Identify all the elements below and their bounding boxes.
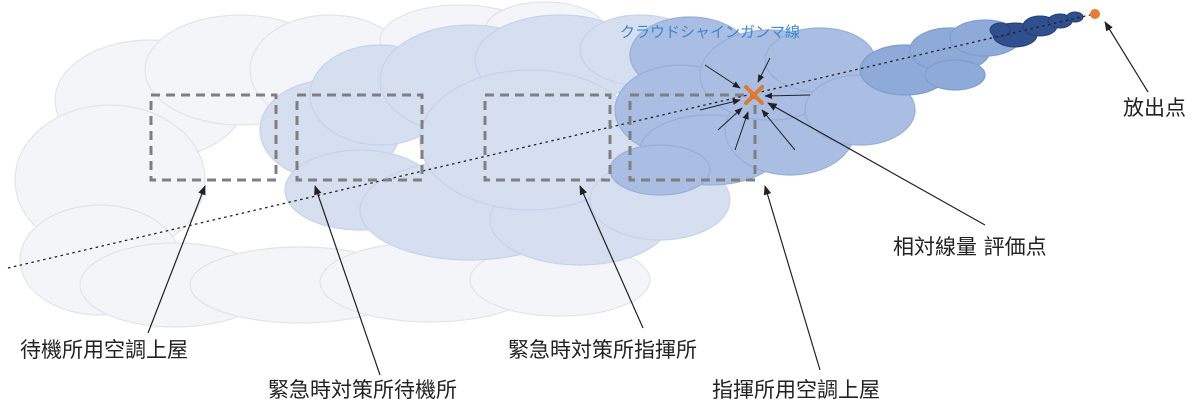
hvac-command-label: 指揮所用空調上屋 (712, 378, 880, 402)
evaluation-point-label: 相対線量 評価点 (893, 235, 1047, 259)
gamma-ray-arrows (699, 57, 811, 151)
leader-hvac-standby (147, 185, 206, 334)
evaluation-point-marker (744, 85, 764, 105)
leader-ecc-standby (314, 185, 381, 376)
hvac-standby-label: 待機所用空調上屋 (20, 338, 188, 362)
leader-hvac-command (763, 185, 821, 371)
box-hvac-command (628, 93, 757, 182)
leader-eval (767, 102, 986, 226)
box-ecc-standby (295, 93, 424, 182)
leader-ecc-command (579, 185, 644, 329)
box-hvac-standby (149, 93, 278, 182)
ecc-command-label: 緊急時対策所指揮所 (508, 338, 697, 362)
ecc-standby-label: 緊急時対策所待機所 (268, 378, 457, 402)
gamma-label: クラウドシャインガンマ線 (620, 23, 800, 41)
leader-release (1104, 21, 1149, 93)
release-point-dot (1090, 9, 1100, 19)
release-point-label: 放出点 (1123, 96, 1186, 120)
building-boxes (149, 93, 757, 182)
plume-mid (609, 16, 916, 196)
box-ecc-command (483, 93, 612, 182)
label-leaders (147, 21, 1149, 376)
plume-core (989, 11, 1084, 48)
